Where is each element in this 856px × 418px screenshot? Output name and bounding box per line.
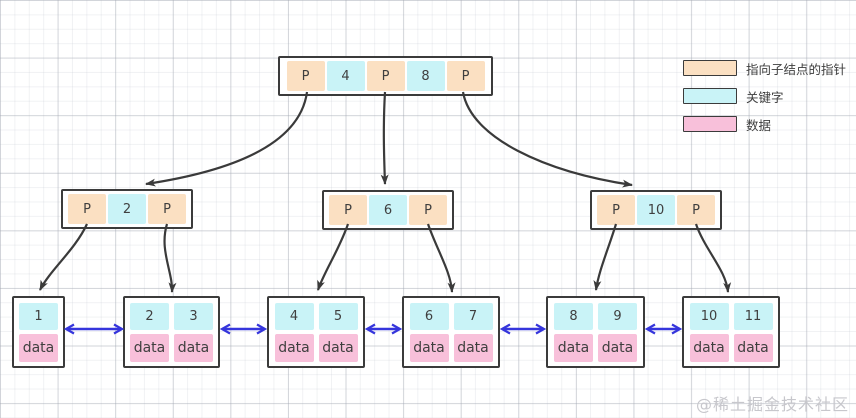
edge-root-to-internal-left: [145, 91, 309, 187]
key-cell: 11: [733, 302, 773, 330]
edge-internal-left-to-leaf-1: [39, 223, 88, 291]
pointer-cell: P: [286, 61, 325, 91]
root-node: P 4 P 8 P: [278, 56, 493, 96]
leaf-data-row: data data: [274, 333, 358, 362]
legend-label: 指向子结点的指针: [746, 61, 847, 77]
leaf-key-row: 1: [19, 302, 58, 330]
key-cell: 8: [406, 61, 445, 91]
leaf-node-4: 6 7 data data: [402, 296, 500, 368]
data-cell: data: [274, 333, 314, 362]
leaf-node-5: 8 9 data data: [546, 296, 645, 368]
edge-internal-right-to-leaf-5: [593, 223, 618, 291]
pointer-cell: P: [68, 194, 106, 224]
internal-node-middle: P 6 P: [322, 190, 454, 230]
legend-label: 数据: [746, 117, 772, 133]
pointer-cell: P: [366, 61, 405, 91]
leaf-node-1: 1 data: [12, 296, 65, 368]
legend: 指向子结点的指针 关键字 数据: [683, 60, 846, 144]
leaf-key-row: 2 3: [130, 302, 213, 330]
data-swatch: [683, 116, 737, 132]
leaf-key-row: 6 7: [409, 302, 493, 330]
watermark: @稀土掘金技术社区: [695, 395, 849, 414]
data-cell: data: [554, 333, 593, 362]
legend-item-key: 关键字: [683, 88, 846, 105]
key-cell: 6: [369, 195, 407, 225]
key-cell: 6: [409, 302, 449, 330]
legend-label: 关键字: [746, 89, 784, 105]
key-cell: 4: [326, 61, 365, 91]
leaf-node-6: 10 11 data data: [682, 296, 780, 368]
data-cell: data: [19, 333, 58, 362]
leaf-key-row: 8 9: [554, 302, 637, 330]
key-cell: 2: [130, 302, 169, 330]
edge-internal-middle-to-leaf-4: [426, 223, 456, 293]
edge-internal-left-to-leaf-2: [163, 223, 177, 293]
key-cell: 7: [453, 302, 493, 330]
leaf-data-row: data data: [689, 333, 773, 362]
data-cell: data: [174, 333, 213, 362]
leaf-key-row: 4 5: [274, 302, 358, 330]
key-cell: 4: [274, 302, 314, 330]
data-cell: data: [130, 333, 169, 362]
data-cell: data: [733, 333, 773, 362]
key-cell: 5: [318, 302, 358, 330]
data-cell: data: [598, 333, 637, 362]
leaf-node-3: 4 5 data data: [267, 296, 365, 368]
leaf-node-2: 2 3 data data: [123, 296, 220, 368]
key-cell: 1: [19, 302, 58, 330]
pointer-cell: P: [409, 195, 447, 225]
leaf-data-row: data data: [130, 333, 213, 362]
leaf-data-row: data data: [554, 333, 637, 362]
data-cell: data: [689, 333, 729, 362]
data-cell: data: [453, 333, 493, 362]
key-cell: 9: [598, 302, 637, 330]
pointer-cell: P: [677, 195, 715, 225]
edge-root-to-internal-right: [461, 91, 633, 188]
legend-item-pointer: 指向子结点的指针: [683, 60, 847, 77]
key-cell: 10: [637, 195, 675, 225]
legend-item-data: 数据: [683, 116, 846, 133]
pointer-cell: P: [446, 61, 485, 91]
edge-internal-middle-to-leaf-3: [316, 223, 350, 291]
key-cell: 10: [689, 302, 729, 330]
key-cell: 2: [108, 194, 146, 224]
leaf-key-row: 10 11: [689, 302, 773, 330]
leaf-data-row: data data: [409, 333, 493, 362]
key-swatch: [683, 88, 737, 104]
edge-root-to-internal-middle: [380, 91, 389, 185]
pointer-cell: P: [148, 194, 186, 224]
leaf-data-row: data: [19, 333, 58, 362]
key-cell: 3: [174, 302, 213, 330]
internal-node-left: P 2 P: [61, 189, 193, 229]
key-cell: 8: [554, 302, 593, 330]
pointer-swatch: [683, 60, 737, 76]
pointer-cell: P: [597, 195, 635, 225]
internal-node-right: P 10 P: [590, 190, 722, 230]
data-cell: data: [318, 333, 358, 362]
data-cell: data: [409, 333, 449, 362]
edge-internal-right-to-leaf-6: [694, 223, 732, 293]
pointer-cell: P: [329, 195, 367, 225]
